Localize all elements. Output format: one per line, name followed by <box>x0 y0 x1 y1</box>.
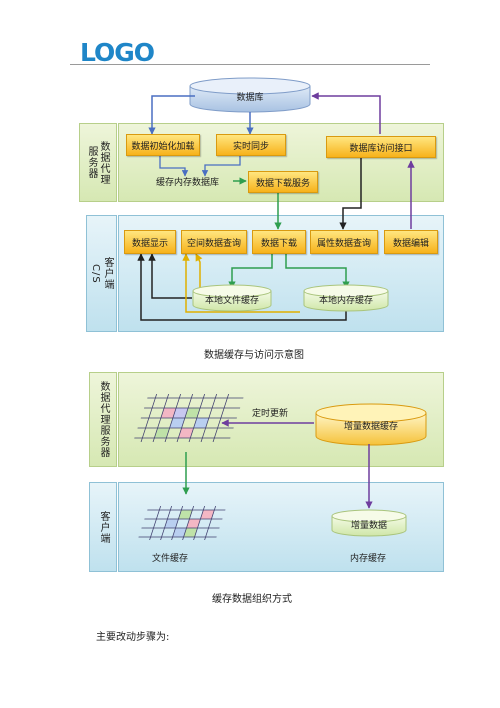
figure2-caption: 缓存数据组织方式 <box>212 594 292 605</box>
fig2-client-label-box: 客户端 <box>89 482 117 572</box>
server-tile-grid <box>134 394 244 442</box>
local-file-cache-cylinder <box>192 284 272 312</box>
header-divider <box>70 64 430 65</box>
mem-cache-db-box: 缓存内存数据库 <box>155 177 219 188</box>
spatial-query-box: 空间数据查询 <box>181 230 247 254</box>
local-file-cache-label: 本地文件缓存 <box>204 295 259 306</box>
attr-query-box: 属性数据查询 <box>310 230 378 254</box>
client-tile-grid <box>138 506 226 540</box>
data-edit-box: 数据编辑 <box>384 230 438 254</box>
local-mem-cache-label: 本地内存缓存 <box>318 295 373 306</box>
database-cylinder <box>189 77 311 113</box>
client-side-label-line1: C/S <box>90 263 101 284</box>
incremental-data-cylinder <box>331 509 407 537</box>
download-service-box: 数据下载服务 <box>248 171 318 193</box>
data-display-box: 数据显示 <box>124 230 176 254</box>
init-load-box: 数据初始化加载 <box>126 134 200 156</box>
data-download-box: 数据下载 <box>252 230 306 254</box>
client-side-label-line2: 客户端 <box>102 257 113 290</box>
incremental-cache-cylinder <box>315 403 427 446</box>
agent-side-label-line2: 数据代理 <box>98 140 109 185</box>
client-side-label-box: C/S 客户端 <box>86 215 117 332</box>
local-mem-cache-cylinder <box>303 284 389 312</box>
file-cache-label: 文件缓存 <box>152 554 189 564</box>
database-label: 数据库 <box>236 92 264 103</box>
figure1-caption: 数据缓存与访问示意图 <box>204 350 304 361</box>
incremental-cache-label: 增量数据缓存 <box>343 421 398 432</box>
fig2-client-label: 客户端 <box>98 510 109 544</box>
timed-update-label: 定时更新 <box>252 409 289 419</box>
agent-side-label-line1: 服务器 <box>86 146 97 179</box>
realtime-sync-box: 实时同步 <box>216 134 286 156</box>
body-text: 主要改动步骤为: <box>96 632 170 643</box>
db-access-box: 数据库访问接口 <box>326 136 436 158</box>
fig2-agent-label: 数据代理服务器 <box>98 381 109 458</box>
fig2-agent-label-box: 数据代理服务器 <box>89 372 117 467</box>
logo: LOGO <box>80 38 155 67</box>
incremental-data-label: 增量数据 <box>350 520 387 531</box>
mem-cache-label: 内存缓存 <box>350 554 387 564</box>
agent-side-label-box: 服务器 数据代理 <box>79 123 117 202</box>
